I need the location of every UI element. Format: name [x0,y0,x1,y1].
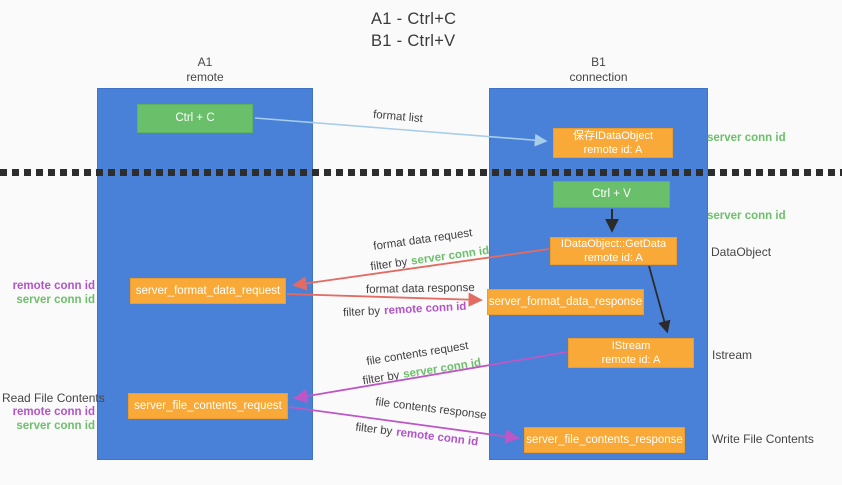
label-server-conn-id-left-1: server conn id [16,294,95,306]
remote-conn-id-text-2: remote conn id [395,426,479,449]
label-remote-conn-id-left-1: remote conn id [12,280,95,292]
node-server-file-contents-request: server_file_contents_request [128,393,288,419]
label-dataobject: DataObject [711,245,772,259]
title-line-2: B1 - Ctrl+V [371,31,456,50]
lifeline-a1-name: A1 [197,55,213,69]
lifeline-b1-role: connection [569,70,628,84]
node-istream: IStream remote id: A [568,338,694,368]
edge-label-filter-remote-2: filter by remote conn id [355,422,479,449]
label-server-conn-id-top-right: server conn id [707,132,786,144]
label-write-file-contents: Write File Contents [712,432,814,446]
server-conn-id-text-1: server conn id [410,244,490,268]
lifeline-b1-name: B1 [591,55,606,69]
lifeline-header-a1: A1 remote [97,55,313,85]
node-file-response-label: server_file_contents_response [526,433,683,446]
edge-label-format-list: format list [373,109,424,125]
node-save-idataobject-line2: remote id: A [583,144,643,156]
edge-label-format-data-response: format data response [366,282,475,296]
edge-label-filter-remote-1: filter by remote conn id [343,301,467,319]
label-istream: Istream [712,348,753,362]
node-save-idataobject-line1: 保存IDataObject [572,129,654,142]
edge-label-file-contents-response: file contents response [375,396,488,422]
node-idataobject-getdata: IDataObject::GetData remote id: A [550,237,677,265]
node-format-response-label: server_format_data_response [488,295,643,308]
node-getdata-line2: remote id: A [584,252,643,264]
diagram-title: A1 - Ctrl+C B1 - Ctrl+V [371,9,456,53]
label-stack-format-left: remote conn id server conn id [2,279,95,307]
node-ctrl-c-label: Ctrl + C [175,112,215,125]
edge-label-format-data-response-text: format data response [365,282,475,296]
lifeline-a1-role: remote [186,70,224,84]
node-istream-line2: remote id: A [601,354,661,366]
node-server-format-data-request: server_format_data_request [130,278,286,304]
node-server-file-contents-response: server_file_contents_response [524,427,685,453]
filter-by-text-2: filter by [342,305,381,320]
title-line-1: A1 - Ctrl+C [371,10,457,28]
label-remote-conn-id-left-2: remote conn id [12,406,95,418]
node-ctrl-v-label: Ctrl + V [592,188,631,201]
label-server-conn-id-mid-right: server conn id [707,210,786,222]
filter-by-text-4: filter by [354,421,393,438]
edge-label-file-contents-response-text: file contents response [374,396,488,422]
edge-label-format-list-text: format list [372,108,424,126]
label-stack-file-left: Read File Contents remote conn id server… [2,391,105,433]
node-ctrl-v: Ctrl + V [553,181,670,208]
node-getdata-line1: IDataObject::GetData [560,237,667,250]
node-save-idataobject: 保存IDataObject remote id: A [553,128,673,158]
filter-by-text-3: filter by [361,369,401,388]
filter-by-text-1: filter by [369,256,409,274]
label-read-file-contents: Read File Contents [2,391,105,405]
node-file-request-label: server_file_contents_request [134,399,282,412]
label-server-conn-id-left-2: server conn id [16,420,95,432]
remote-conn-id-text-1: remote conn id [383,300,467,318]
dashed-separator [0,169,842,176]
node-format-request-label: server_format_data_request [135,284,281,297]
lifeline-header-b1: B1 connection [489,55,708,85]
node-istream-line1: IStream [611,339,651,352]
node-ctrl-c: Ctrl + C [137,104,253,133]
node-server-format-data-response: server_format_data_response [487,289,644,315]
